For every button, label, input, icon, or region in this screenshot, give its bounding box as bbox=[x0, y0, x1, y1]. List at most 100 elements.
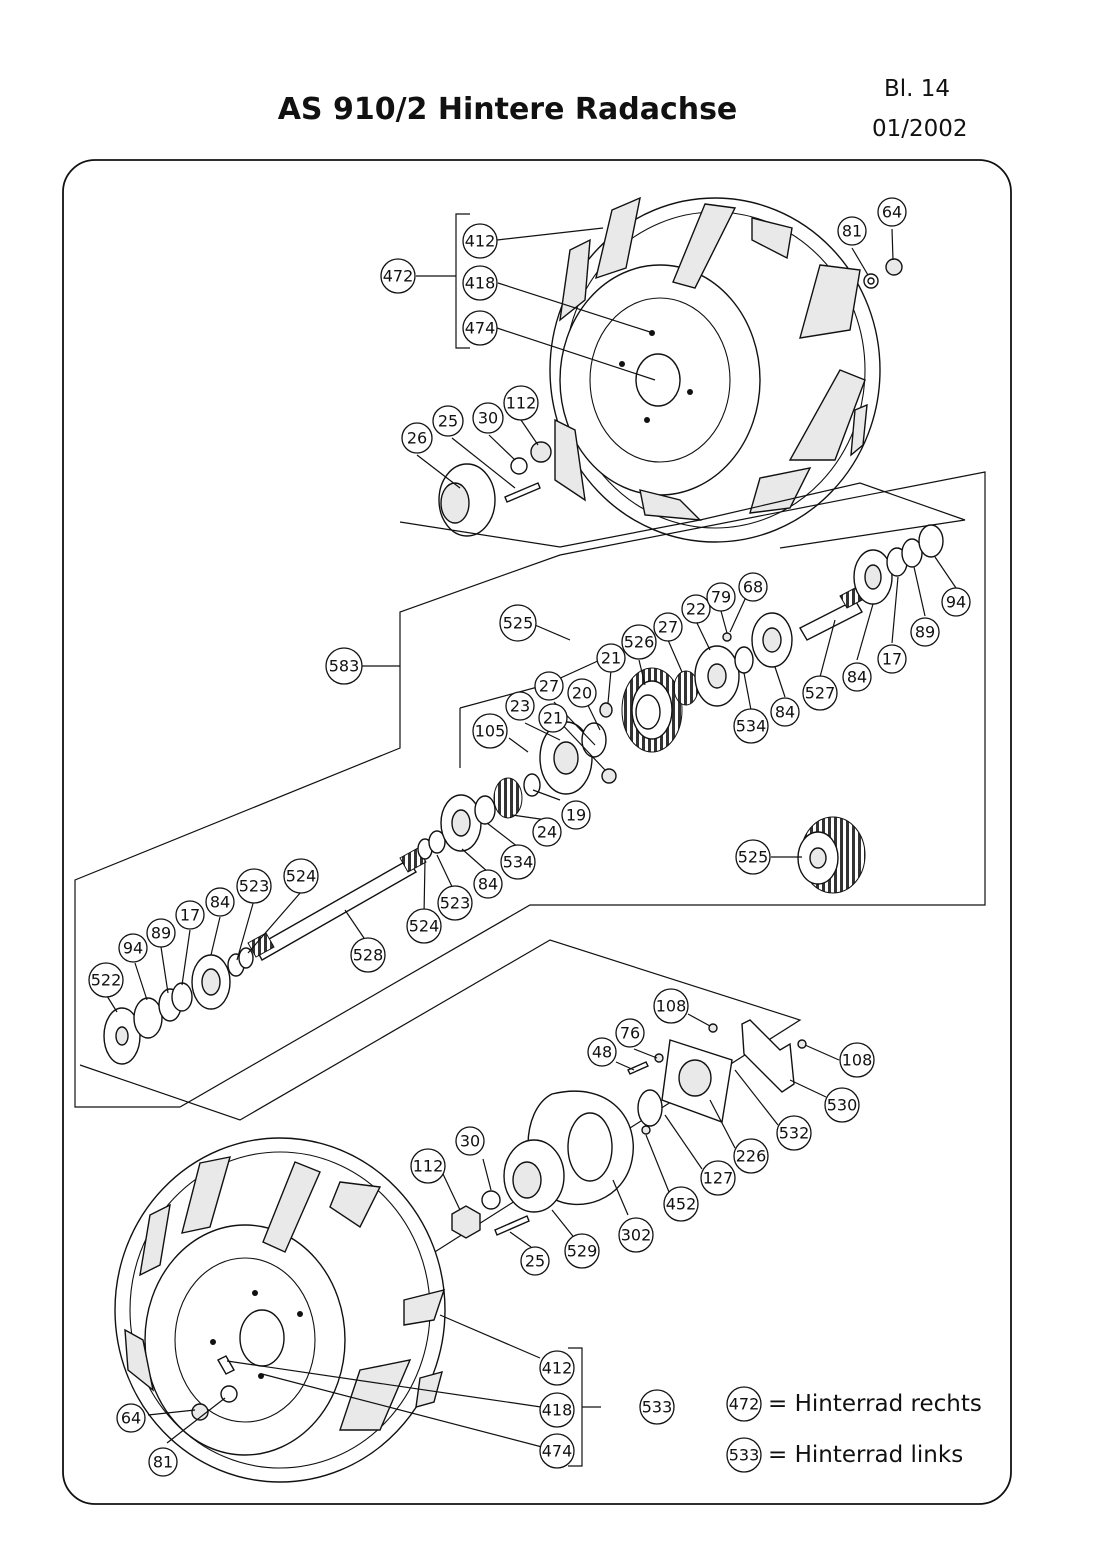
svg-text:27: 27 bbox=[658, 618, 678, 637]
svg-text:19: 19 bbox=[566, 806, 586, 825]
svg-text:68: 68 bbox=[743, 578, 763, 597]
svg-text:127: 127 bbox=[703, 1169, 734, 1188]
svg-text:20: 20 bbox=[572, 684, 592, 703]
callout-79: 79 bbox=[706, 582, 736, 612]
callout-302: 302 bbox=[618, 1217, 654, 1253]
callout-412-top: 412 bbox=[462, 223, 498, 259]
callout-526: 526 bbox=[621, 624, 657, 660]
callout-89-left: 89 bbox=[146, 918, 176, 948]
svg-text:79: 79 bbox=[711, 588, 731, 607]
callout-528: 528 bbox=[350, 937, 386, 973]
callout-524-left: 524 bbox=[283, 858, 319, 894]
svg-text:94: 94 bbox=[123, 939, 143, 958]
svg-text:523: 523 bbox=[440, 894, 471, 913]
page-title: AS 910/2 Hintere Radachse bbox=[277, 92, 738, 127]
callout-17-left: 17 bbox=[175, 900, 205, 930]
rear-wheel-right bbox=[549, 196, 881, 543]
svg-text:84: 84 bbox=[210, 893, 230, 912]
svg-text:522: 522 bbox=[91, 971, 122, 990]
callout-25-top: 25 bbox=[432, 405, 464, 437]
callout-84-right-b: 84 bbox=[770, 697, 800, 727]
svg-text:412: 412 bbox=[465, 232, 496, 251]
svg-text:524: 524 bbox=[409, 917, 440, 936]
svg-text:112: 112 bbox=[413, 1157, 444, 1176]
svg-text:452: 452 bbox=[666, 1195, 697, 1214]
sheet-number: Bl. 14 bbox=[884, 76, 951, 102]
callout-105: 105 bbox=[472, 713, 508, 749]
svg-text:27: 27 bbox=[539, 677, 559, 696]
callout-27-a: 27 bbox=[653, 612, 683, 642]
svg-text:81: 81 bbox=[842, 222, 862, 241]
callout-529: 529 bbox=[564, 1233, 600, 1269]
callout-22: 22 bbox=[681, 594, 711, 624]
svg-text:= Hinterrad rechts: = Hinterrad rechts bbox=[768, 1391, 982, 1417]
svg-text:533: 533 bbox=[729, 1446, 760, 1465]
drawing-frame bbox=[62, 159, 1012, 1505]
callout-21-b: 21 bbox=[538, 703, 568, 733]
callout-127: 127 bbox=[700, 1160, 736, 1196]
callout-84-mid: 84 bbox=[473, 869, 503, 899]
callout-226: 226 bbox=[733, 1138, 769, 1174]
callout-81-top: 81 bbox=[837, 216, 867, 246]
svg-text:528: 528 bbox=[353, 946, 384, 965]
callout-583: 583 bbox=[325, 647, 363, 685]
svg-text:526: 526 bbox=[624, 633, 655, 652]
callout-524-mid: 524 bbox=[406, 908, 442, 944]
callout-26: 26 bbox=[401, 422, 433, 454]
callout-30-bottom: 30 bbox=[455, 1126, 485, 1156]
svg-text:583: 583 bbox=[329, 657, 360, 676]
svg-text:474: 474 bbox=[465, 319, 496, 338]
callout-112-top: 112 bbox=[503, 385, 539, 421]
callout-108-b: 108 bbox=[839, 1042, 875, 1078]
svg-text:534: 534 bbox=[503, 853, 534, 872]
callout-472: 472 bbox=[380, 258, 416, 294]
svg-text:525: 525 bbox=[503, 614, 534, 633]
callout-17-right: 17 bbox=[877, 644, 907, 674]
svg-text:418: 418 bbox=[465, 274, 496, 293]
svg-text:84: 84 bbox=[775, 703, 795, 722]
svg-text:89: 89 bbox=[915, 623, 935, 642]
bracket-472 bbox=[455, 213, 470, 349]
callout-84-right-a: 84 bbox=[842, 662, 872, 692]
svg-text:525: 525 bbox=[738, 848, 769, 867]
svg-text:524: 524 bbox=[286, 867, 317, 886]
svg-text:84: 84 bbox=[847, 668, 867, 687]
callout-523-left: 523 bbox=[236, 868, 272, 904]
svg-text:418: 418 bbox=[542, 1401, 573, 1420]
callout-112-bottom: 112 bbox=[410, 1148, 446, 1184]
callout-30-top: 30 bbox=[472, 402, 504, 434]
legend-item-right-wheel: 472 = Hinterrad rechts bbox=[726, 1386, 982, 1422]
svg-text:472: 472 bbox=[383, 267, 414, 286]
svg-text:21: 21 bbox=[543, 709, 563, 728]
svg-text:81: 81 bbox=[153, 1453, 173, 1472]
callout-23: 23 bbox=[505, 691, 535, 721]
callout-412-bottom: 412 bbox=[539, 1350, 575, 1386]
svg-text:530: 530 bbox=[827, 1096, 858, 1115]
svg-text:48: 48 bbox=[592, 1043, 612, 1062]
svg-text:108: 108 bbox=[656, 997, 687, 1016]
svg-text:532: 532 bbox=[779, 1124, 810, 1143]
callout-89-right: 89 bbox=[910, 617, 940, 647]
callout-94-left: 94 bbox=[118, 933, 148, 963]
axle-assembly bbox=[74, 471, 986, 1108]
callout-94-right: 94 bbox=[941, 587, 971, 617]
svg-text:17: 17 bbox=[180, 906, 200, 925]
legend-item-left-wheel: 533 = Hinterrad links bbox=[726, 1437, 963, 1473]
callout-527: 527 bbox=[802, 675, 838, 711]
svg-text:17: 17 bbox=[882, 650, 902, 669]
svg-text:534: 534 bbox=[736, 717, 767, 736]
axle-spline-lower bbox=[247, 932, 275, 958]
callout-68: 68 bbox=[738, 572, 768, 602]
callout-81-bottom: 81 bbox=[148, 1447, 178, 1477]
svg-text:472: 472 bbox=[729, 1395, 760, 1414]
callout-20: 20 bbox=[567, 678, 597, 708]
svg-text:108: 108 bbox=[842, 1051, 873, 1070]
callout-534-right: 534 bbox=[733, 708, 769, 744]
callout-534-mid: 534 bbox=[500, 844, 536, 880]
callout-474-bottom: 474 bbox=[539, 1433, 575, 1469]
svg-text:302: 302 bbox=[621, 1226, 652, 1245]
svg-text:22: 22 bbox=[686, 600, 706, 619]
svg-text:533: 533 bbox=[642, 1398, 673, 1417]
callout-84-left: 84 bbox=[205, 887, 235, 917]
